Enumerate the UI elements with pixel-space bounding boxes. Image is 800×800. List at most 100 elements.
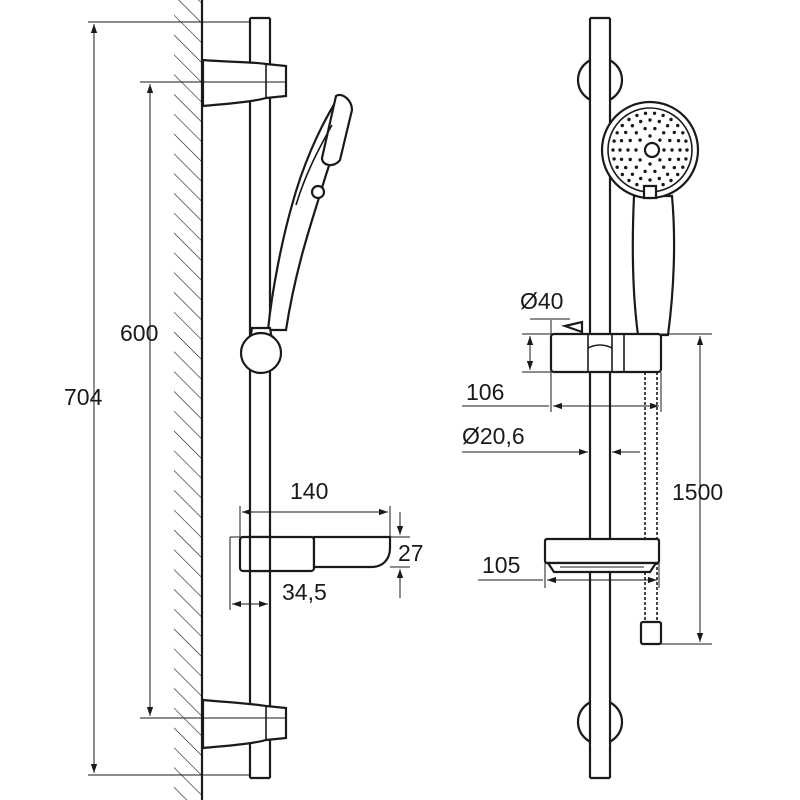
nozzle-dot [624,165,628,170]
nozzle-dot [685,148,689,152]
nozzle-dot [668,157,672,162]
nozzle-dot [672,130,676,135]
nozzle-dot [619,139,624,143]
side-shower-holder [239,326,283,375]
nozzle-dot [643,169,647,174]
nozzle-dot [669,117,673,122]
nozzle-dot [627,178,631,183]
nozzle-dot [670,148,674,152]
front-shower-holder [549,320,663,374]
nozzle-dot [648,178,652,182]
dim-dish-width: 140 [290,478,328,504]
nozzle-dot [638,138,642,142]
nozzle-dot [684,139,688,143]
nozzle-dot [648,118,652,122]
spray-center [643,141,661,159]
front-dimension-lines [462,318,704,642]
nozzle-dot [648,134,652,138]
nozzle-dot [634,131,638,135]
front-hand-shower [600,100,700,337]
nozzle-dot [665,172,670,176]
nozzle-dot [678,148,682,152]
nozzle-dot [653,126,657,131]
nozzle-dot [653,169,657,174]
nozzle-dot [634,165,638,169]
nozzle-dot [611,148,615,152]
dim-dish-offset: 34,5 [282,579,327,605]
nozzle-dot [627,117,631,122]
nozzle-dot [618,148,622,152]
side-rail [248,16,272,780]
nozzle-dot [620,172,624,177]
spray-selector-knob [310,184,326,200]
nozzle-dot [652,111,657,116]
nozzle-dot [635,182,639,187]
dim-dish-height: 27 [398,540,424,566]
dim-overall-height: 704 [64,384,103,410]
nozzle-dot [643,111,648,116]
nozzle-dot [662,131,666,135]
front-extension-lines [522,320,712,645]
nozzle-dot [612,139,616,143]
nozzle-dot [619,157,624,161]
nozzle-dot [643,126,647,131]
nozzle-dot [615,165,619,169]
nozzle-dot [628,138,632,143]
nozzle-dot [681,131,685,135]
nozzle-dot [662,148,666,152]
front-bottom-bracket [576,698,624,746]
side-view: 704 600 140 27 34,5 [64,0,424,800]
nozzle-dot [676,139,681,143]
dim-holder-depth: 106 [466,379,504,405]
top-wall-bracket [201,58,288,108]
nozzle-dot [624,130,628,135]
nozzle-dot [615,131,619,135]
front-soap-dish [543,537,661,574]
bottom-wall-bracket [201,698,288,750]
dim-hose-length: 1500 [672,479,723,505]
nozzle-dot [658,158,662,162]
nozzle-dot [648,162,652,166]
nozzle-dot [639,119,643,124]
nozzle-dot [657,176,661,181]
front-view: Ø40 106 Ø20,6 1500 105 [462,16,723,780]
nozzle-dot [672,165,676,170]
side-soap-dish [238,535,392,573]
nozzle-dot [676,123,680,128]
nozzle-dot [658,138,662,142]
dim-bar-spacing: 600 [120,320,158,346]
hose-nut [639,620,663,646]
front-top-bracket [576,56,624,104]
nozzle-dot [662,165,666,169]
dim-holder-diameter: Ø40 [520,288,563,314]
side-dimension-lines [90,24,404,773]
nozzle-dot [634,148,638,152]
spray-selector [642,184,658,200]
nozzle-dot [630,172,635,176]
nozzle-dot [676,157,681,161]
nozzle-dot [626,148,630,152]
side-hand-shower [266,93,354,332]
wall [174,0,204,800]
nozzle-dot [620,123,624,128]
nozzle-dot [676,172,680,177]
dim-dish-depth: 105 [482,552,520,578]
nozzle-dot [612,157,616,161]
nozzle-dot [628,157,632,162]
nozzle-dot [669,178,673,183]
nozzle-dot [639,176,643,181]
nozzle-dot [638,158,642,162]
nozzle-dot [630,124,635,128]
nozzle-dot [661,113,665,118]
nozzle-dot [681,165,685,169]
nozzle-dot [665,124,670,128]
wall-hatching [174,0,202,800]
nozzle-dot [657,119,661,124]
side-extension-lines [88,21,410,776]
nozzle-dot [661,182,665,187]
nozzle-dot [668,138,672,143]
shower-hose [639,372,663,646]
spray-nozzles [611,111,689,189]
nozzle-dot [635,113,639,118]
